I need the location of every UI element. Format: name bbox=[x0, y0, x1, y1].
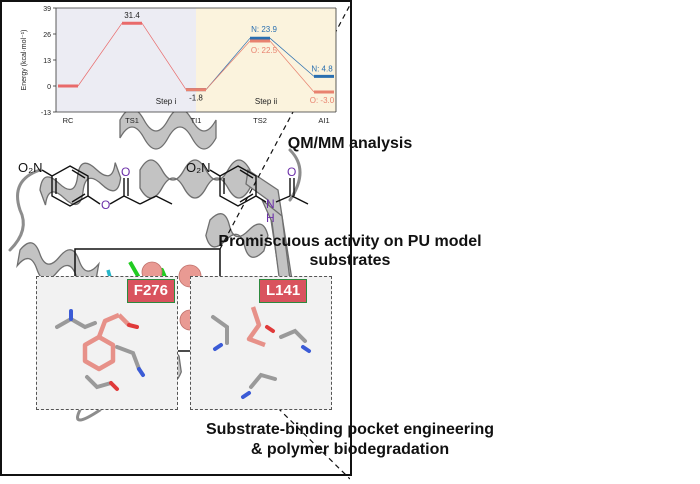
inset-f276: F276 bbox=[36, 276, 178, 410]
o-path-connector bbox=[205, 40, 251, 90]
engineering-heading-line2: & polymer biodegradation bbox=[250, 441, 450, 458]
inset-f276-sticks bbox=[55, 309, 145, 391]
amide-hydrogen-label: H bbox=[266, 211, 275, 225]
helix-top bbox=[119, 108, 217, 150]
residue-tag-l141: L141 bbox=[259, 279, 308, 303]
helix-right bbox=[205, 213, 269, 258]
y-tick-label: 13 bbox=[43, 58, 51, 65]
data-label-o-ts2: O: 22.5 bbox=[251, 46, 278, 55]
y-axis-label: Energy (kcal·mol⁻¹) bbox=[21, 30, 28, 91]
pu-model-substrates: O₂N O O O₂N N H O bbox=[18, 160, 309, 225]
data-label-o-ai1: O: -3.0 bbox=[310, 96, 335, 105]
y-tick-label: 26 bbox=[43, 32, 51, 39]
right-carbonyl-oxygen-label: O bbox=[287, 165, 296, 179]
data-label-n-ai1: N: 4.8 bbox=[311, 64, 333, 73]
y-tick-label: 0 bbox=[47, 84, 51, 91]
data-label-n-ts2: N: 23.9 bbox=[251, 25, 277, 34]
helix-middle bbox=[139, 159, 251, 199]
x-tick-label: TS1 bbox=[125, 116, 139, 125]
promiscuous-heading-line1: Promiscuous activity on PU model bbox=[218, 233, 482, 250]
promiscuous-heading-line2: substrates bbox=[309, 252, 391, 269]
y-tick-label: -13 bbox=[41, 110, 51, 117]
o-path-connector bbox=[269, 40, 315, 93]
zoom-connector-top bbox=[219, 4, 350, 250]
left-carbonyl-oxygen-label: O bbox=[121, 165, 130, 179]
x-tick-label: TS2 bbox=[253, 116, 267, 125]
region-label-step-i: Step i bbox=[156, 97, 177, 106]
data-label-ts1: 31.4 bbox=[124, 11, 140, 20]
engineering-heading-line1: Substrate-binding pocket engineering bbox=[205, 421, 495, 438]
x-tick-label: AI1 bbox=[318, 116, 329, 125]
amide-nitrogen-label: N bbox=[266, 197, 275, 211]
left-no2-label: O₂N bbox=[18, 160, 43, 175]
region-label-step-ii: Step ii bbox=[255, 97, 277, 106]
inset-l141: L141 bbox=[190, 276, 332, 410]
step-i-connector bbox=[77, 22, 123, 87]
x-tick-label: TI1 bbox=[191, 116, 202, 125]
ester-oxygen-label: O bbox=[101, 198, 110, 212]
helix-upper-left bbox=[39, 162, 122, 206]
inset-l141-sticks bbox=[211, 306, 311, 399]
nitroacetanilide bbox=[209, 165, 309, 207]
n-path-connector bbox=[269, 37, 315, 77]
step-i-region bbox=[56, 8, 196, 112]
step-ii-region bbox=[196, 8, 336, 112]
data-label-ti1: -1.8 bbox=[189, 94, 203, 103]
nitrophenyl-butyrate bbox=[41, 165, 173, 207]
x-tick-label: RC bbox=[63, 116, 74, 125]
y-tick-label: 39 bbox=[43, 6, 51, 13]
residue-tag-f276: F276 bbox=[126, 279, 175, 303]
step-i-connector bbox=[141, 23, 187, 90]
qmmm-heading: QM/MM analysis bbox=[287, 135, 413, 152]
right-no2-label: O₂N bbox=[186, 160, 211, 175]
